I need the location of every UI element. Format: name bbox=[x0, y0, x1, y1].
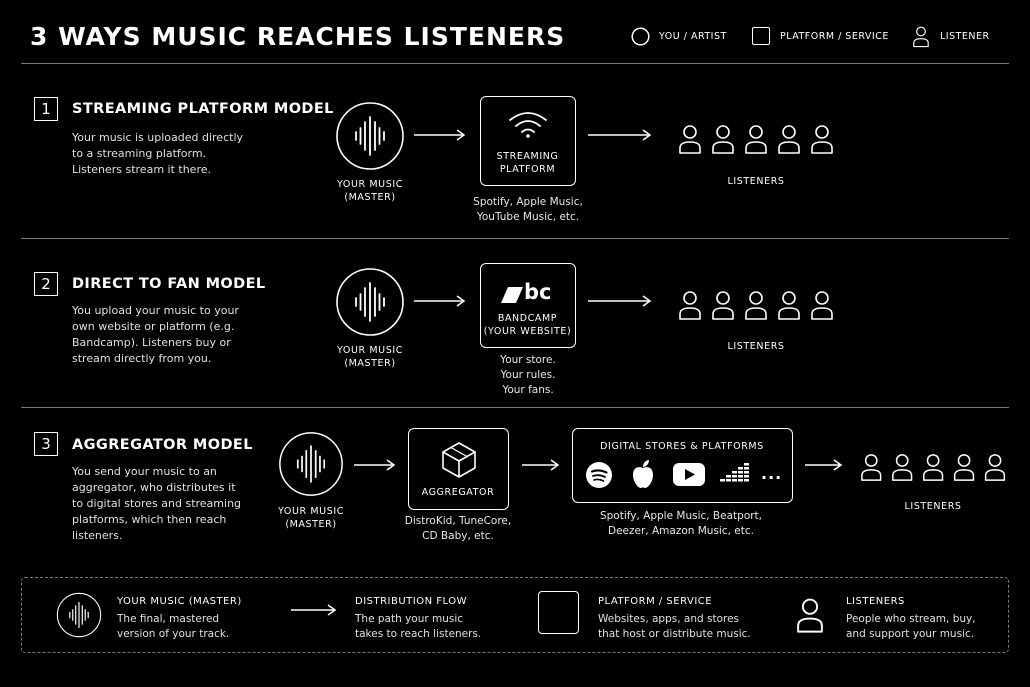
platform-examples-note: Your store. Your rules. Your fans. bbox=[500, 354, 556, 396]
listeners-label: LISTENERS bbox=[904, 501, 962, 512]
section-number-box: 2 bbox=[34, 272, 58, 296]
section-title: STREAMING PLATFORM MODEL bbox=[72, 101, 334, 117]
deezer-icon bbox=[720, 463, 750, 485]
digital-stores-box: DIGITAL STORES & PLATFORMS bbox=[572, 428, 793, 503]
listeners-label: LISTENERS bbox=[727, 341, 785, 352]
legend-platform-title: PLATFORM / SERVICE bbox=[598, 596, 713, 607]
section-description: Your music is uploaded directly to a str… bbox=[72, 131, 244, 176]
music-master-caption: YOUR MUSIC (MASTER) bbox=[337, 345, 403, 369]
cube-icon bbox=[441, 441, 477, 479]
legend-waveform-icon bbox=[56, 592, 102, 638]
page-title: 3 WAYS MUSIC REACHES LISTENERS bbox=[30, 22, 566, 51]
platform-examples-note: Spotify, Apple Music, YouTube Music, etc… bbox=[473, 196, 583, 223]
section-description: You send your music to an aggregator, wh… bbox=[72, 465, 242, 542]
listeners-label: LISTENERS bbox=[727, 176, 785, 187]
section-divider bbox=[21, 238, 1009, 239]
legend-listener-label: LISTENER bbox=[940, 31, 990, 42]
youtube-icon bbox=[673, 463, 705, 486]
legend-listeners-desc: People who stream, buy, and support your… bbox=[846, 613, 976, 640]
legend-music-desc: The final, mastered version of your trac… bbox=[117, 613, 230, 640]
bandcamp-logo-icon: bc bbox=[501, 280, 557, 305]
apple-icon bbox=[630, 459, 656, 489]
legend-platform-square-icon bbox=[752, 27, 770, 45]
legend-listener-person-icon bbox=[912, 25, 930, 48]
wifi-icon bbox=[508, 110, 548, 138]
listeners-group-icon bbox=[678, 123, 838, 155]
aggregator-label: AGGREGATOR bbox=[421, 487, 495, 498]
bandcamp-platform-box: bc BANDCAMP (YOUR WEBSITE) bbox=[480, 263, 576, 348]
listeners-group-icon bbox=[678, 289, 838, 321]
section-title: AGGREGATOR MODEL bbox=[72, 437, 253, 453]
music-master-waveform-icon bbox=[335, 267, 405, 337]
flow-arrow-icon bbox=[588, 295, 652, 307]
streaming-platform-box: STREAMING PLATFORM bbox=[480, 96, 576, 186]
section-title: DIRECT TO FAN MODEL bbox=[72, 276, 266, 292]
section-number-box: 3 bbox=[34, 432, 58, 456]
legend-music-title: YOUR MUSIC (MASTER) bbox=[117, 596, 242, 607]
legend-flow-title: DISTRIBUTION FLOW bbox=[355, 596, 467, 607]
legend-you-artist-label: YOU / ARTIST bbox=[659, 31, 727, 42]
aggregator-examples-note: DistroKid, TuneCore, CD Baby, etc. bbox=[404, 515, 512, 542]
more-icon: ... bbox=[761, 464, 783, 483]
flow-arrow-icon bbox=[414, 295, 466, 307]
music-master-caption: YOUR MUSIC (MASTER) bbox=[337, 179, 403, 203]
flow-arrow-icon bbox=[354, 459, 396, 471]
music-master-caption: YOUR MUSIC (MASTER) bbox=[278, 506, 344, 530]
section-divider bbox=[21, 407, 1009, 408]
aggregator-box: AGGREGATOR bbox=[408, 428, 509, 510]
section-number-box: 1 bbox=[34, 97, 58, 121]
legend-platform-desc: Websites, apps, and stores that host or … bbox=[598, 613, 751, 640]
legend-platform-label: PLATFORM / SERVICE bbox=[780, 31, 889, 42]
legend-arrow-icon bbox=[291, 604, 337, 616]
music-master-waveform-icon bbox=[335, 101, 405, 171]
legend-platform-square-icon bbox=[538, 591, 579, 634]
bandcamp-logo-text: bc bbox=[524, 280, 552, 304]
digital-stores-title: DIGITAL STORES & PLATFORMS bbox=[600, 441, 764, 452]
flow-arrow-icon bbox=[414, 129, 466, 141]
streaming-platform-label: STREAMING PLATFORM bbox=[496, 151, 559, 175]
legend-you-artist-icon bbox=[631, 27, 650, 46]
section-description: You upload your music to your own websit… bbox=[72, 304, 239, 365]
legend-listener-person-icon bbox=[795, 596, 825, 634]
bottom-legend bbox=[21, 577, 1009, 653]
legend-listeners-title: LISTENERS bbox=[846, 596, 905, 607]
legend-flow-desc: The path your music takes to reach liste… bbox=[355, 613, 482, 640]
spotify-icon bbox=[585, 461, 613, 489]
music-master-waveform-icon bbox=[278, 431, 344, 497]
stores-examples-note: Spotify, Apple Music, Beatport, Deezer, … bbox=[599, 510, 763, 537]
flow-arrow-icon bbox=[588, 129, 652, 141]
bandcamp-platform-label: BANDCAMP (YOUR WEBSITE) bbox=[483, 313, 572, 337]
flow-arrow-icon bbox=[805, 459, 843, 471]
listeners-group-icon bbox=[860, 452, 1010, 482]
flow-arrow-icon bbox=[522, 459, 560, 471]
header-divider bbox=[21, 63, 1009, 64]
